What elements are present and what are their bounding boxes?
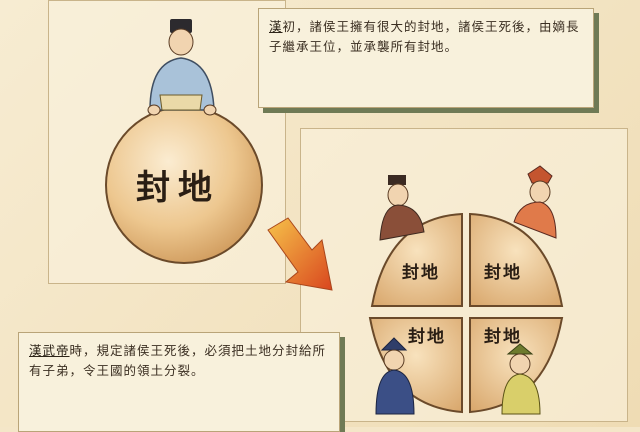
official-figure-top xyxy=(147,19,217,116)
transition-arrow xyxy=(267,217,333,291)
son-figure-top-right xyxy=(513,165,557,239)
fief-label-top-left: 封地 xyxy=(402,263,440,283)
fief-label-bottom-left: 封地 xyxy=(408,327,446,347)
caption-top-text: 初，諸侯王擁有很大的封地，諸侯王死後，由嫡長子繼承王位，並承襲所有封地。 xyxy=(269,19,580,54)
caption-bottom-text: 時，規定諸侯王死後，必須把土地分封給所有子弟，令王國的領土分裂。 xyxy=(29,343,327,378)
caption-top: 漢初，諸侯王擁有很大的封地，諸侯王死後，由嫡長子繼承王位，並承襲所有封地。 xyxy=(258,8,594,108)
large-fief-label: 封地 xyxy=(136,168,220,208)
son-figure-bottom-right xyxy=(501,343,541,415)
caption-bottom-highlight: 漢武帝 xyxy=(29,343,70,358)
fief-piece-top-left xyxy=(370,212,463,307)
caption-top-highlight: 漢 xyxy=(269,19,283,34)
fief-piece-top-right xyxy=(469,212,564,307)
fief-label-top-right: 封地 xyxy=(484,263,522,283)
right-panel xyxy=(300,128,628,422)
caption-bottom: 漢武帝時，規定諸侯王死後，必須把土地分封給所有子弟，令王國的領土分裂。 xyxy=(18,332,340,432)
son-figure-top-left xyxy=(379,175,425,241)
fief-label-bottom-right: 封地 xyxy=(484,327,522,347)
son-figure-bottom-left xyxy=(375,337,415,415)
